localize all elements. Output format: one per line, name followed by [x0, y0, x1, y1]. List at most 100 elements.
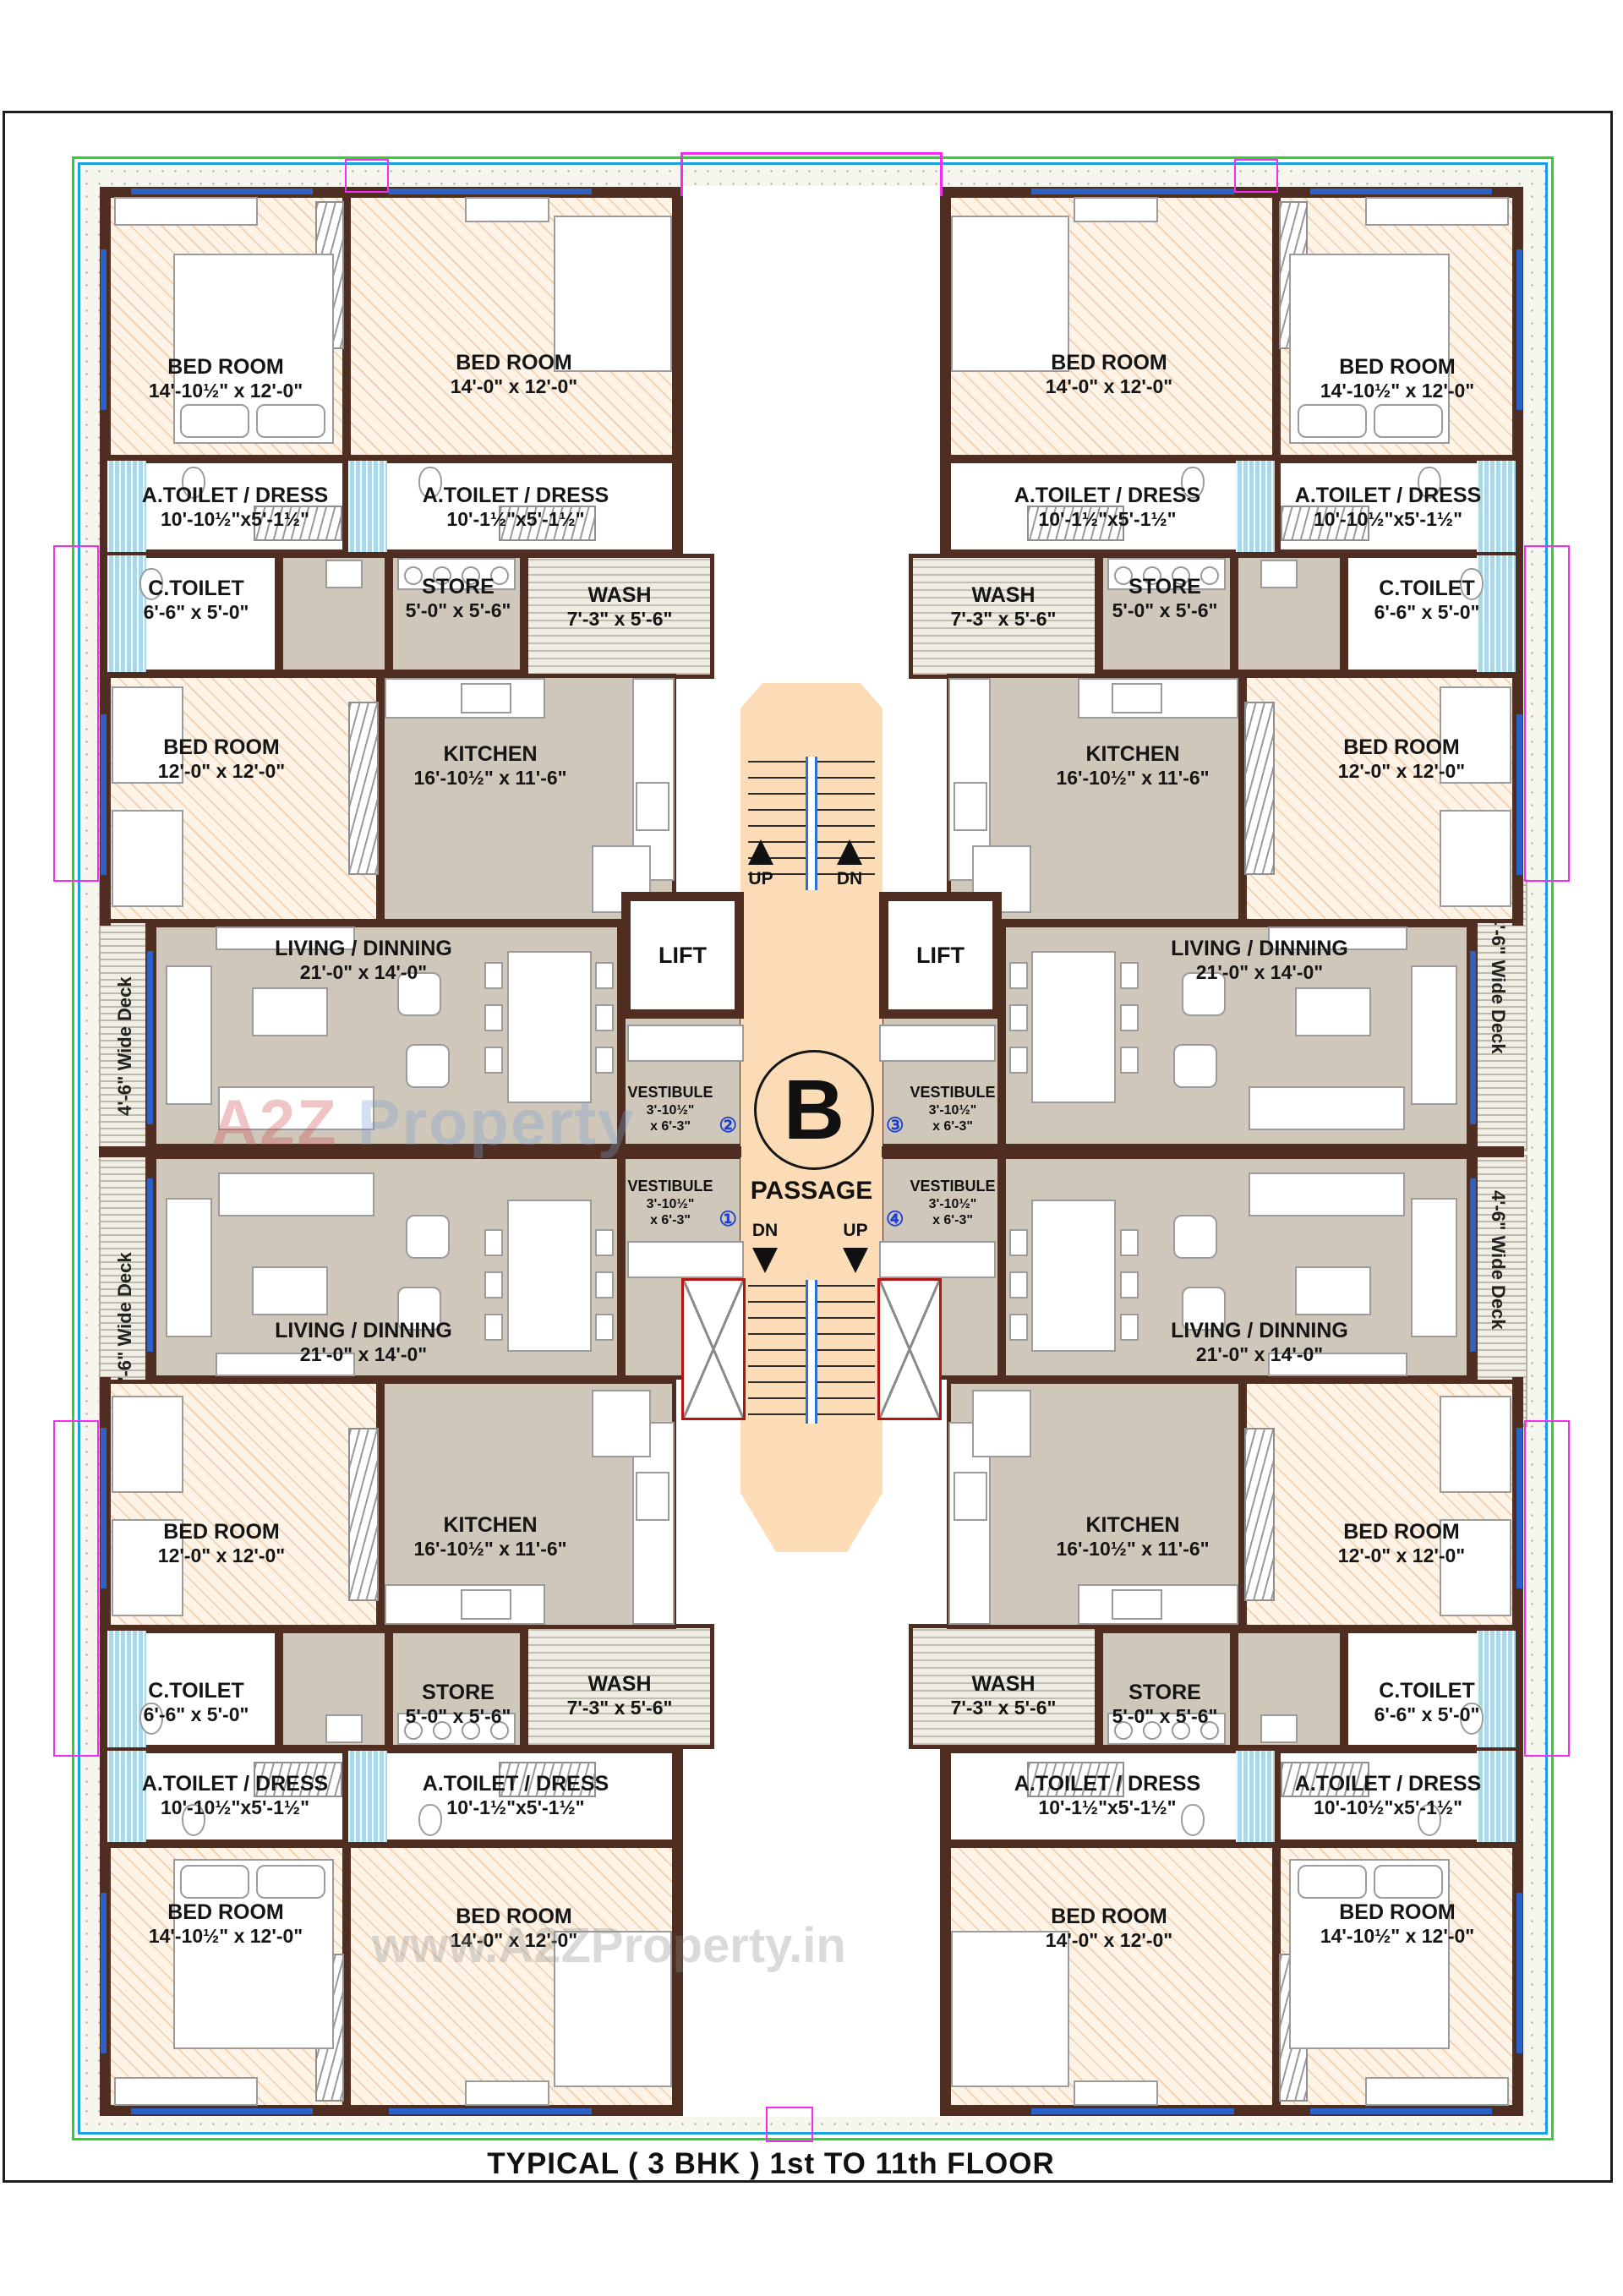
- magenta-outline: [1524, 545, 1570, 882]
- furniture: [972, 845, 1031, 913]
- furniture: [1440, 686, 1511, 784]
- wc-fixture: [182, 467, 205, 499]
- shower-hatch: [107, 1751, 146, 1842]
- furniture: [484, 962, 503, 989]
- room-name: BED ROOM: [1343, 1520, 1460, 1544]
- window-strip: [131, 2108, 313, 2114]
- furniture: [406, 1215, 450, 1259]
- room-name: WASH: [587, 583, 652, 607]
- block-circle: B: [754, 1050, 874, 1170]
- room-name: A.TOILET / DRESS: [422, 484, 609, 507]
- watermark-url: www.A2ZProperty.in: [372, 1918, 846, 1973]
- page-border: [3, 111, 1613, 2183]
- window-strip: [101, 249, 107, 410]
- room-dims: 10'-10½"x5'-1½": [1314, 507, 1462, 530]
- room-name: STORE: [422, 1681, 495, 1704]
- room-wash: [524, 554, 714, 679]
- room-wash: [524, 1624, 714, 1749]
- room-name: BED ROOM: [1051, 1905, 1167, 1928]
- furniture: [1268, 927, 1407, 950]
- lift-label: LIFT: [916, 942, 965, 968]
- window-strip: [1516, 249, 1522, 410]
- wc-fixture: [418, 467, 442, 499]
- room-name: WASH: [587, 1672, 652, 1696]
- stair-divider-upper: [806, 757, 817, 890]
- furniture: [954, 1472, 987, 1521]
- watermark-brand: A2Z Property: [211, 1087, 636, 1159]
- wall-segment: [672, 1746, 683, 2116]
- lift-label: LIFT: [658, 942, 707, 968]
- furniture: [484, 1047, 503, 1074]
- window-strip: [1470, 951, 1476, 1124]
- furniture: [180, 404, 249, 438]
- room-dims: 7'-3" x 5'-6": [950, 1696, 1057, 1719]
- wc-fixture: [1460, 1703, 1484, 1735]
- shoe-cabinet: [627, 1241, 744, 1278]
- room-dims: 14'-0" x 12'-0": [1045, 374, 1173, 397]
- room-dims: 16'-10½" x 11'-6": [413, 766, 567, 789]
- furniture: [397, 1287, 441, 1331]
- floor-title: TYPICAL ( 3 BHK ) 1st TO 11th FLOOR: [487, 2147, 1055, 2180]
- room-dims: 5'-0" x 5'-6": [1112, 599, 1218, 621]
- window-strip: [1031, 189, 1234, 194]
- room-dims: 14'-10½" x 12'-0": [148, 1924, 303, 1947]
- vestibule-label: VESTIBULE 3'-10½" x 6'-3" ②: [627, 1084, 737, 1137]
- wardrobe: [348, 702, 379, 875]
- furniture: [1120, 1314, 1139, 1341]
- furniture: [218, 1086, 374, 1130]
- furniture: [1374, 404, 1443, 438]
- stair-divider-lower: [806, 1280, 817, 1424]
- furniture: [1173, 1044, 1217, 1088]
- furniture: [507, 1200, 592, 1352]
- stair-direction-label: UP: [843, 1221, 868, 1240]
- furniture: [1031, 951, 1116, 1103]
- magenta-outline: [680, 152, 683, 196]
- room-dims: 6'-6" x 5'-0": [1374, 1703, 1480, 1725]
- wc-fixture: [1181, 1804, 1205, 1836]
- window-strip: [147, 1178, 153, 1352]
- room-name: BED ROOM: [456, 1905, 572, 1928]
- room-name: BED ROOM: [167, 1900, 284, 1924]
- furniture: [1009, 1004, 1028, 1031]
- down-arrow-icon: [843, 1248, 868, 1273]
- room-name: C.TOILET: [1379, 577, 1475, 600]
- room-name: BED ROOM: [163, 1520, 280, 1544]
- furniture: [406, 1044, 450, 1088]
- party-wall: [99, 1146, 741, 1157]
- vestibule-label: VESTIBULE 3'-10½" x 6'-3" ④: [886, 1178, 996, 1231]
- furniture: [1120, 1271, 1139, 1298]
- room-dims: 21'-0" x 14'-0": [1195, 960, 1324, 983]
- furniture: [252, 1266, 328, 1315]
- room-dims: 16'-10½" x 11'-6": [1056, 766, 1210, 789]
- shower-hatch: [1236, 1751, 1275, 1842]
- furniture: [1112, 683, 1162, 713]
- room-dims: 7'-3" x 5'-6": [566, 1696, 673, 1719]
- furniture: [1440, 1519, 1511, 1616]
- furniture: [636, 782, 669, 831]
- furniture: [1268, 1353, 1407, 1376]
- furniture: [256, 404, 325, 438]
- party-wall: [882, 1146, 1524, 1157]
- shoe-cabinet: [879, 1241, 996, 1278]
- room-name: LIVING / DINNING: [1171, 1319, 1348, 1342]
- room-name: WASH: [971, 1672, 1036, 1696]
- furniture: [1411, 965, 1457, 1105]
- room-name: A.TOILET / DRESS: [422, 1772, 609, 1796]
- room-dims: 10'-1½"x5'-1½": [1038, 507, 1177, 530]
- furniture: [1440, 1396, 1511, 1493]
- room-dims: 14'-10½" x 12'-0": [148, 379, 303, 402]
- magenta-outline: [345, 159, 389, 193]
- wardrobe: [1281, 1762, 1369, 1797]
- room-name: C.TOILET: [1379, 1679, 1475, 1703]
- room-name: A.TOILET / DRESS: [141, 484, 329, 507]
- room-dims: 5'-0" x 5'-6": [1112, 1704, 1218, 1727]
